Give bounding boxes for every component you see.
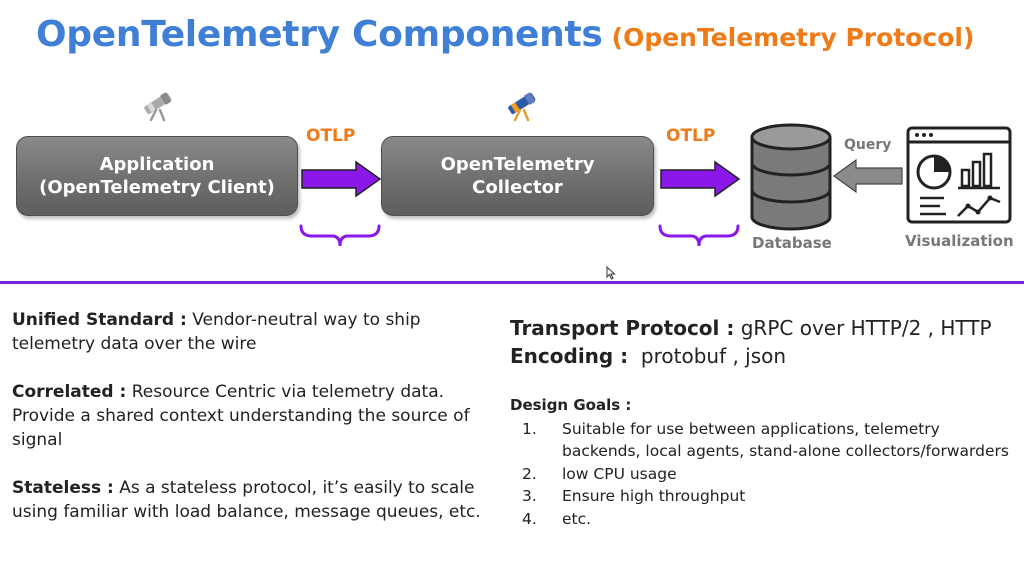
correlated-paragraph: Correlated : Resource Centric via teleme… (12, 380, 492, 452)
application-box-line2: (OpenTelemetry Client) (39, 177, 275, 198)
collector-box-line1: OpenTelemetry (440, 154, 595, 175)
list-item-text: Suitable for use between applications, t… (562, 420, 1009, 461)
list-item-number: 1. (522, 420, 537, 438)
stateless-paragraph: Stateless : As a stateless protocol, it’… (12, 476, 492, 524)
title-main: OpenTelemetry Components (36, 14, 603, 55)
collector-box: OpenTelemetry Collector (381, 136, 654, 216)
telescope-icon (508, 92, 536, 122)
encoding-line: Encoding : protobuf , json (510, 342, 992, 370)
otlp-arrow (660, 160, 741, 198)
application-box: Application (OpenTelemetry Client) (16, 136, 298, 216)
brace-icon (658, 224, 740, 247)
database-label: Database (752, 234, 832, 252)
mouse-cursor-icon (606, 266, 616, 280)
stateless-text: As a stateless protocol, it’s easily to … (12, 478, 481, 522)
unified-standard-label: Unified Standard : (12, 310, 187, 330)
transport-protocol-line: Transport Protocol : gRPC over HTTP/2 , … (510, 314, 992, 342)
query-label: Query (844, 137, 892, 153)
otlp-label: OTLP (666, 126, 716, 146)
list-item-number: 4. (522, 509, 537, 528)
unified-standard-paragraph: Unified Standard : Vendor-neutral way to… (12, 308, 492, 356)
correlated-text: Resource Centric via telemetry data. Pro… (12, 382, 470, 450)
transport-protocol-label: Transport Protocol : (510, 316, 735, 340)
application-box-line1: Application (99, 154, 215, 175)
design-goals-title: Design Goals : (510, 396, 632, 414)
page-title: OpenTelemetry Components (OpenTelemetry … (36, 14, 974, 55)
list-item: 4. etc. (522, 508, 1022, 530)
stateless-label: Stateless : (12, 478, 114, 498)
otlp-arrow (301, 160, 382, 198)
query-arrow (832, 158, 903, 194)
telescope-icon (144, 92, 172, 122)
visualization-label: Visualization (905, 232, 1014, 250)
unified-standard-text: Vendor-neutral way to ship telemetry dat… (12, 310, 421, 354)
list-item: 2. low CPU usage (522, 463, 1022, 485)
correlated-label: Correlated : (12, 382, 127, 402)
otlp-label: OTLP (306, 126, 356, 146)
encoding-label: Encoding : (510, 344, 629, 368)
database-icon (750, 123, 832, 231)
list-item-number: 2. (522, 464, 537, 483)
list-item-text: Ensure high throughput (562, 487, 746, 506)
design-goals-list: 1. Suitable for use between applications,… (522, 418, 1022, 530)
protocol-info: Transport Protocol : gRPC over HTTP/2 , … (510, 314, 992, 370)
encoding-value: protobuf , json (628, 344, 787, 368)
list-item-text: etc. (562, 509, 592, 528)
brace-icon (299, 224, 381, 247)
list-item-number: 3. (522, 487, 537, 506)
list-item-text: low CPU usage (562, 464, 677, 483)
title-sub: (OpenTelemetry Protocol) (611, 23, 975, 52)
collector-box-line2: Collector (472, 177, 563, 198)
features-list: Unified Standard : Vendor-neutral way to… (12, 308, 492, 548)
transport-protocol-value: gRPC over HTTP/2 , HTTP (734, 316, 992, 340)
list-item: 1. Suitable for use between applications,… (522, 418, 1022, 463)
list-item: 3. Ensure high throughput (522, 485, 1022, 507)
section-divider (0, 281, 1024, 284)
dashboard-icon (906, 126, 1012, 224)
